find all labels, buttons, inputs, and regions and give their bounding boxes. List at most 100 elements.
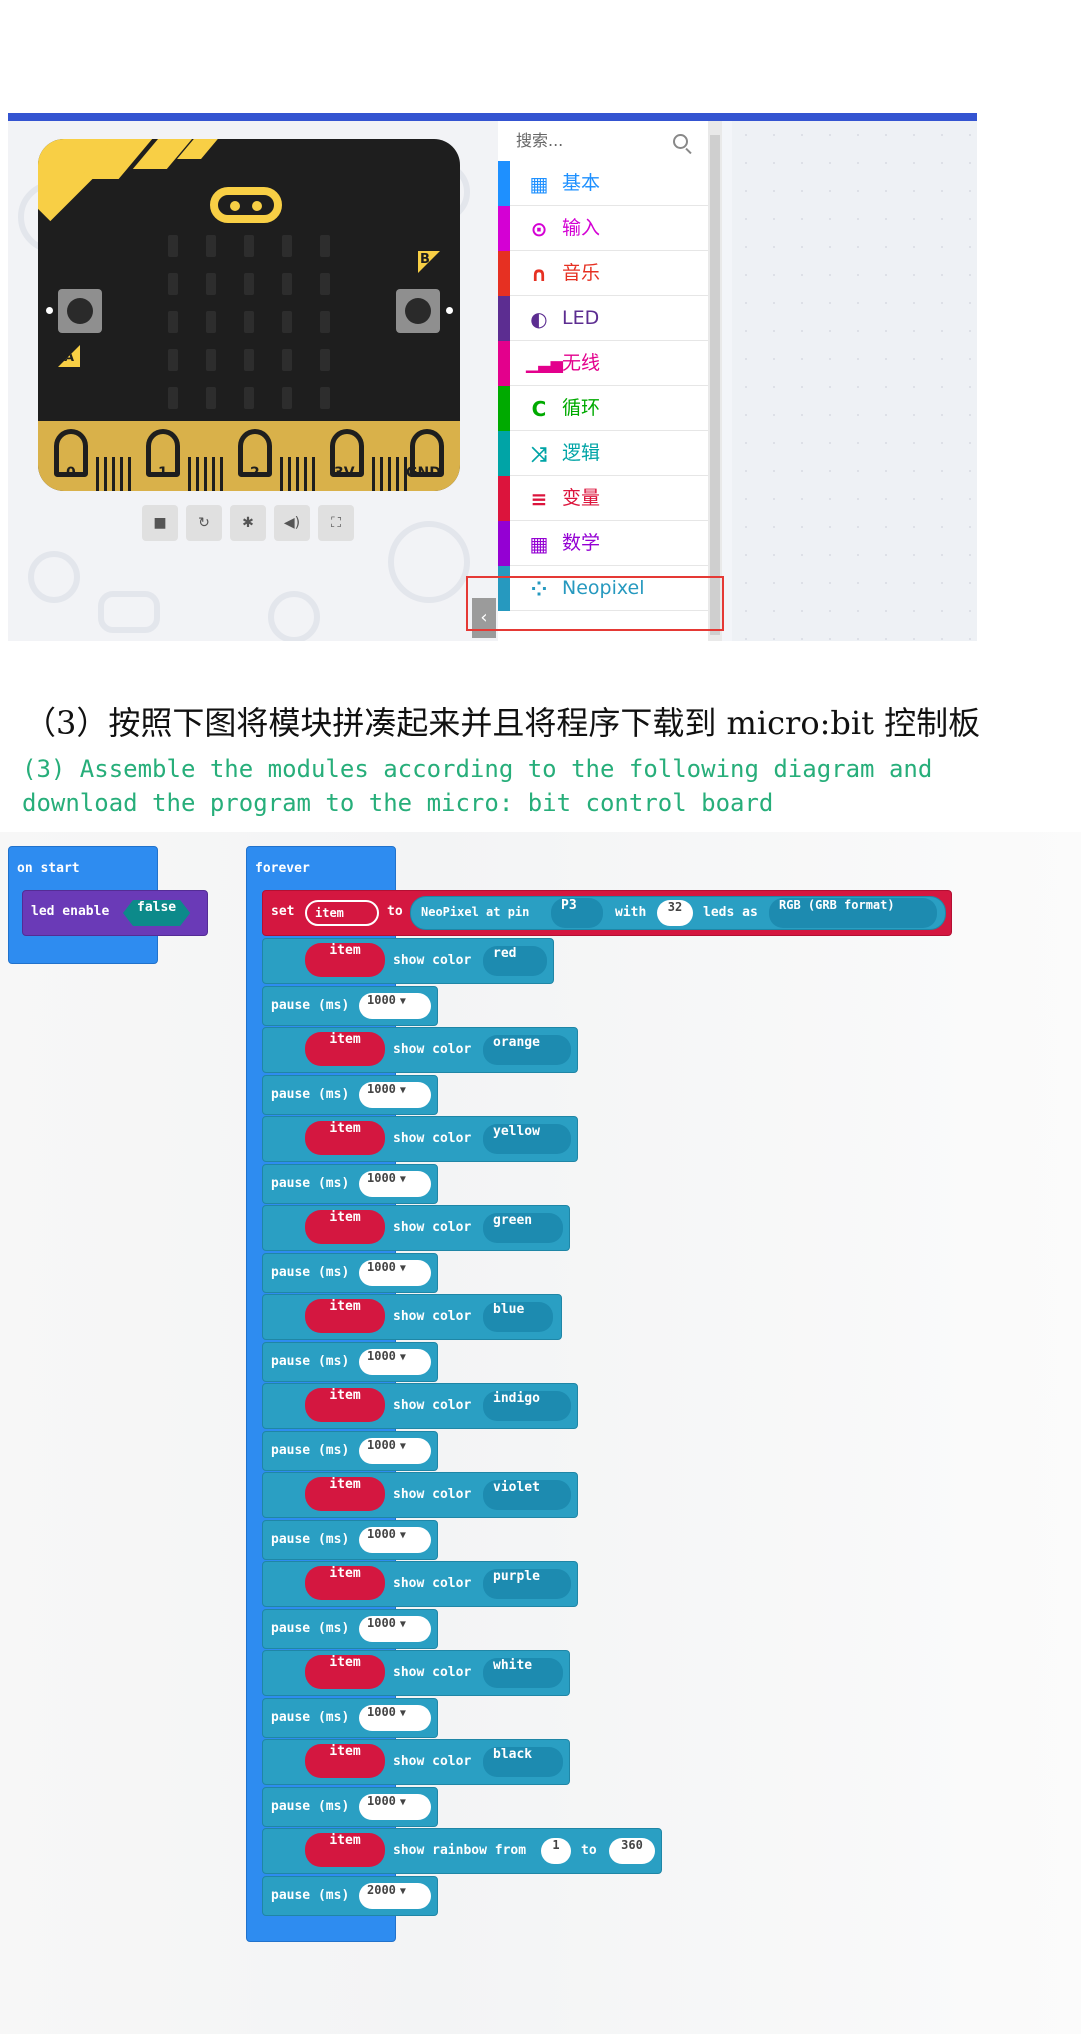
pin-1[interactable]: [146, 429, 180, 477]
show-color-block[interactable]: item show color yellow: [262, 1116, 578, 1162]
item-variable[interactable]: item: [305, 943, 385, 977]
category-input[interactable]: ⊙ 输入: [498, 206, 708, 251]
color-dropdown[interactable]: orange: [483, 1035, 571, 1065]
rainbow-from-input[interactable]: 1: [541, 1838, 571, 1864]
pause-block[interactable]: pause (ms) 1000▼: [262, 1609, 438, 1649]
category-led[interactable]: ◐ LED: [498, 296, 708, 341]
neopixel-create-block[interactable]: NeoPixel at pin P3 with 32 leds as RGB (…: [410, 896, 946, 930]
pause-value: 1000: [367, 1527, 396, 1541]
show-color-block[interactable]: item show color indigo: [262, 1383, 578, 1429]
pause-value-dropdown[interactable]: 1000▼: [359, 1349, 431, 1375]
makecode-editor: A B 0 1 2 3V GND ■ ↻ ✱ ◀) ⛶ 搜索...: [8, 113, 977, 641]
color-dropdown[interactable]: blue: [483, 1302, 553, 1332]
search-input[interactable]: 搜索...: [498, 121, 708, 161]
stop-icon[interactable]: ■: [142, 505, 178, 541]
pause-value-dropdown[interactable]: 1000▼: [359, 1082, 431, 1108]
show-color-block[interactable]: item show color blue: [262, 1294, 562, 1340]
category-color-bar: [498, 521, 510, 566]
set-variable-dropdown[interactable]: item: [305, 900, 379, 926]
pin-0[interactable]: [54, 429, 88, 477]
pause-block[interactable]: pause (ms) 1000▼: [262, 1431, 438, 1471]
pause-value-dropdown[interactable]: 1000▼: [359, 993, 431, 1019]
category-label: 循环: [562, 397, 601, 419]
pause-block[interactable]: pause (ms) 1000▼: [262, 986, 438, 1026]
search-icon[interactable]: [673, 134, 688, 149]
pause-value-dropdown[interactable]: 1000▼: [359, 1616, 431, 1642]
item-variable[interactable]: item: [305, 1210, 385, 1244]
color-dropdown[interactable]: green: [483, 1213, 563, 1243]
category-loops[interactable]: C 循环: [498, 386, 708, 431]
rainbow-to-input[interactable]: 360: [609, 1838, 655, 1864]
item-variable[interactable]: item: [305, 1032, 385, 1066]
item-variable[interactable]: item: [305, 1477, 385, 1511]
item-variable[interactable]: item: [305, 1744, 385, 1778]
button-a[interactable]: [58, 289, 102, 333]
color-dropdown[interactable]: red: [483, 946, 547, 976]
show-color-block[interactable]: item show color violet: [262, 1472, 578, 1518]
chevron-down-icon: ▼: [399, 996, 406, 1007]
fullscreen-icon[interactable]: ⛶: [318, 505, 354, 541]
item-variable[interactable]: item: [305, 1388, 385, 1422]
pause-value-dropdown[interactable]: 1000▼: [359, 1705, 431, 1731]
restart-icon[interactable]: ↻: [186, 505, 222, 541]
item-variable[interactable]: item: [305, 1655, 385, 1689]
category-math[interactable]: ▦ 数学: [498, 521, 708, 566]
show-color-block[interactable]: item show color green: [262, 1205, 570, 1251]
toolbox-scroll-thumb[interactable]: [710, 135, 720, 635]
show-color-block[interactable]: item show color purple: [262, 1561, 578, 1607]
led-enable-value[interactable]: false: [123, 900, 190, 926]
pause-block[interactable]: pause (ms) 1000▼: [262, 1342, 438, 1382]
pause-value-dropdown[interactable]: 1000▼: [359, 1438, 431, 1464]
pause-block[interactable]: pause (ms) 1000▼: [262, 1164, 438, 1204]
mode-dropdown[interactable]: RGB (GRB format): [769, 898, 937, 928]
show-color-block[interactable]: item show color white: [262, 1650, 570, 1696]
color-dropdown[interactable]: violet: [483, 1480, 571, 1510]
pause-value-dropdown[interactable]: 2000▼: [359, 1883, 431, 1909]
led-enable-block[interactable]: led enable false: [22, 890, 208, 936]
category-label: 基本: [562, 172, 601, 194]
show-color-block[interactable]: item show color black: [262, 1739, 570, 1785]
pause-block[interactable]: pause (ms) 1000▼: [262, 1075, 438, 1115]
color-dropdown[interactable]: indigo: [483, 1391, 571, 1421]
show-rainbow-block[interactable]: item show rainbow from 1 to 360: [262, 1828, 662, 1874]
microbit-board[interactable]: A B 0 1 2 3V GND: [38, 139, 460, 491]
pin-3v[interactable]: [330, 429, 364, 477]
sound-icon[interactable]: ◀): [274, 505, 310, 541]
collapse-simulator-chevron-left-icon[interactable]: ‹: [472, 598, 496, 638]
item-variable[interactable]: item: [305, 1833, 385, 1867]
pause-block[interactable]: pause (ms) 1000▼: [262, 1253, 438, 1293]
show-color-block[interactable]: item show color orange: [262, 1027, 578, 1073]
category-logic[interactable]: ⤨ 逻辑: [498, 431, 708, 476]
category-music[interactable]: ∩ 音乐: [498, 251, 708, 296]
leds-count-input[interactable]: 32: [657, 900, 693, 926]
pause-block[interactable]: pause (ms) 1000▼: [262, 1787, 438, 1827]
pause-value-dropdown[interactable]: 1000▼: [359, 1171, 431, 1197]
category-basic[interactable]: ▦ 基本: [498, 161, 708, 206]
color-dropdown[interactable]: purple: [483, 1569, 571, 1599]
debug-icon[interactable]: ✱: [230, 505, 266, 541]
pin-gnd[interactable]: [410, 429, 444, 477]
item-variable[interactable]: item: [305, 1121, 385, 1155]
color-dropdown[interactable]: black: [483, 1747, 563, 1777]
pause-value-dropdown[interactable]: 1000▼: [359, 1260, 431, 1286]
category-label: 数学: [562, 532, 601, 554]
pause-label: pause (ms): [271, 1265, 350, 1280]
color-dropdown[interactable]: white: [483, 1658, 563, 1688]
blocks-workspace[interactable]: [732, 121, 977, 641]
show-color-block[interactable]: item show color red: [262, 938, 554, 984]
button-b[interactable]: [396, 289, 440, 333]
category-variables[interactable]: ≡ 变量: [498, 476, 708, 521]
pause-value: 1000: [367, 1616, 396, 1630]
item-variable[interactable]: item: [305, 1566, 385, 1600]
pin-2[interactable]: [238, 429, 272, 477]
color-dropdown[interactable]: yellow: [483, 1124, 571, 1154]
pin-dropdown[interactable]: P3: [551, 898, 603, 928]
pause-value-dropdown[interactable]: 1000▼: [359, 1794, 431, 1820]
item-variable[interactable]: item: [305, 1299, 385, 1333]
microbit-logo-icon[interactable]: [210, 187, 282, 223]
pause-block[interactable]: pause (ms) 1000▼: [262, 1698, 438, 1738]
category-radio[interactable]: ▁▃▅ 无线: [498, 341, 708, 386]
pause-value-dropdown[interactable]: 1000▼: [359, 1527, 431, 1553]
pause-block[interactable]: pause (ms) 2000▼: [262, 1876, 438, 1916]
pause-block[interactable]: pause (ms) 1000▼: [262, 1520, 438, 1560]
